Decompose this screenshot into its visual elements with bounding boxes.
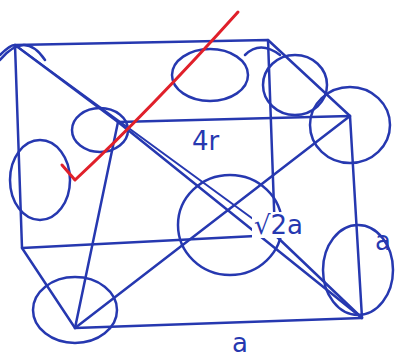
atom [323,225,393,315]
atom [172,49,248,101]
atom [263,55,327,115]
cube-edges [15,40,362,328]
atom [310,87,390,163]
back-diagonal [15,45,275,235]
atom [72,108,128,152]
atom-arc [245,48,280,56]
atom [33,277,117,343]
dimension-label: 4r [190,128,221,154]
atom-arc [0,45,45,60]
dimension-label: a [232,330,248,356]
dimension-label: √2a [252,212,305,238]
dimension-label: a [375,228,391,254]
check-mark [62,12,238,180]
atom [10,140,70,220]
